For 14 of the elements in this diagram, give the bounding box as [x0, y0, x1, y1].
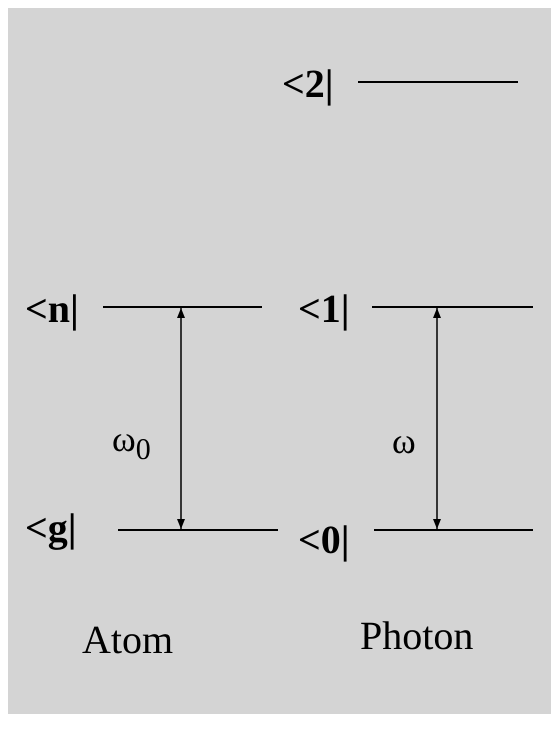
energy-level-line	[118, 529, 278, 531]
double-arrow	[177, 308, 185, 529]
state-label: <g|	[25, 508, 77, 548]
column-label: Atom	[82, 620, 174, 660]
column-label: Photon	[360, 616, 474, 656]
energy-level-line	[372, 306, 533, 308]
state-label: <1|	[298, 289, 350, 329]
double-arrow	[433, 308, 441, 529]
energy-level-line	[358, 81, 518, 83]
state-label: <n|	[25, 289, 79, 329]
energy-level-line	[374, 529, 533, 531]
energy-level-line	[103, 306, 262, 308]
state-label: <2|	[282, 64, 334, 104]
state-label: <0|	[298, 520, 350, 560]
